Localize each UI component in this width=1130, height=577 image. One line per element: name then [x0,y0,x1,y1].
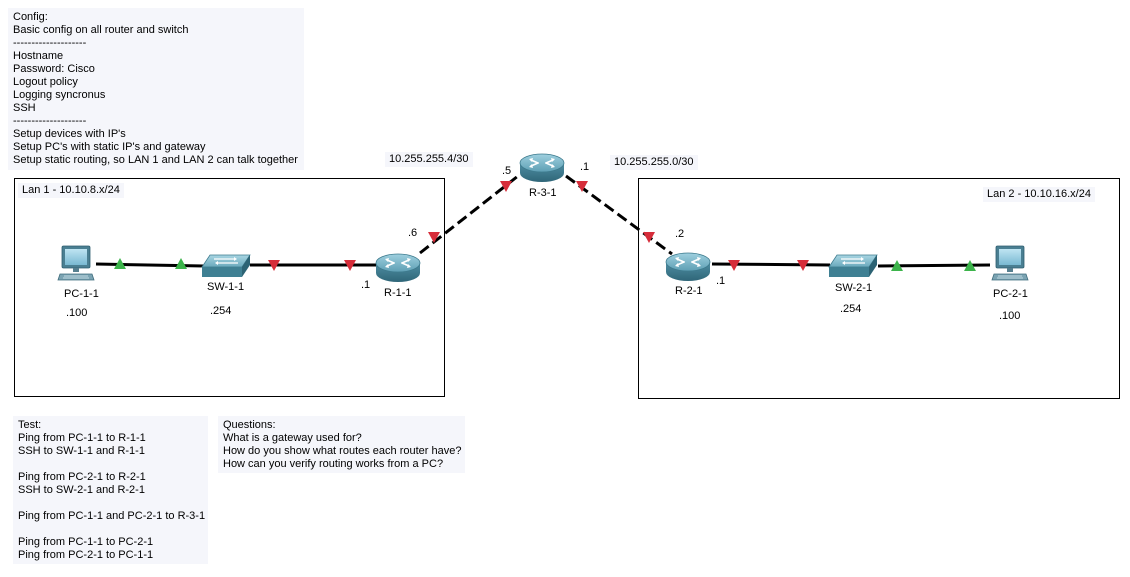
config-note-line: -------------------- [13,115,87,127]
test-note-line: SSH to SW-1-1 and R-1-1 [18,445,145,457]
test-note-line: Test: [18,419,42,431]
lan-2-area[interactable] [638,178,1120,399]
config-note-line: Setup static routing, so LAN 1 and LAN 2… [13,154,298,166]
link-up-indicator [964,260,976,271]
test-note-line: SSH to SW-2-1 and R-2-1 [18,484,145,496]
questions-note-line: How do you show what routes each router … [223,445,462,457]
link-r31-r21[interactable] [565,174,673,256]
config-note-line: Setup devices with IP's [13,128,126,140]
sw-1-1-name: SW-1-1 [207,281,245,293]
r-1-1-name: R-1-1 [384,287,412,299]
config-note: Config:Basic config on all router and sw… [8,8,304,170]
link-pc11-sw11[interactable] [95,262,205,268]
test-note-line: Ping from PC-2-1 to R-2-1 [18,471,146,483]
r-3-1-left-ip: .5 [502,165,512,177]
r-2-1-wan-ip: .2 [675,228,685,240]
sw-1-1-ip: .254 [210,305,232,317]
pc-2-1-ip: .100 [999,310,1021,322]
r-1-1-lan-ip: .1 [361,279,371,291]
router-icon[interactable] [375,253,421,283]
link-down-indicator [797,260,809,271]
router-icon[interactable] [519,153,565,183]
lan-1-title: Lan 1 - 10.10.8.x/24 [18,183,124,198]
test-note-line: Ping from PC-1-1 and PC-2-1 to R-3-1 [18,510,206,522]
switch-icon[interactable] [828,254,878,278]
link-up-indicator [114,258,126,269]
link-down-indicator [728,260,740,271]
r-1-1-wan-ip: .6 [408,227,418,239]
config-note-line: Logging syncronus [13,89,106,101]
config-note-line: Hostname [13,50,64,62]
pc-1-1-name: PC-1-1 [64,288,99,300]
subnet-label-right: 10.255.255.0/30 [610,155,698,170]
config-note-line: Basic config on all router and switch [13,24,189,36]
r-2-1-name: R-2-1 [675,285,703,297]
config-note-line: SSH [13,102,36,114]
config-note-line: Password: Cisco [13,63,95,75]
questions-note: Questions:What is a gateway used for?How… [218,416,465,473]
subnet-label-left: 10.255.255.4/30 [385,152,473,167]
router-icon[interactable] [665,252,711,282]
sw-2-1-ip: .254 [840,303,862,315]
questions-note-line: What is a gateway used for? [223,432,362,444]
r-3-1-name: R-3-1 [529,187,557,199]
questions-note-line: Questions: [223,419,276,431]
switch-icon[interactable] [201,254,251,278]
link-down-indicator [428,232,440,243]
pc-1-1-ip: .100 [66,307,88,319]
r-3-1-right-ip: .1 [580,161,590,173]
link-down-indicator [268,260,280,271]
link-r21-sw21[interactable] [711,262,831,267]
questions-note-line: How can you verify routing works from a … [223,458,444,470]
config-note-line: Setup PC's with static IP's and gateway [13,141,206,153]
config-note-line: -------------------- [13,37,87,49]
test-note-line: Ping from PC-1-1 to R-1-1 [18,432,146,444]
config-note-line: Config: [13,11,48,23]
config-note-line: Logout policy [13,76,78,88]
pc-icon[interactable] [57,245,95,281]
lan-2-title: Lan 2 - 10.10.16.x/24 [983,187,1095,202]
link-down-indicator [643,232,655,243]
pc-icon[interactable] [991,245,1029,281]
r-2-1-lan-ip: .1 [716,275,726,287]
link-r11-r31[interactable] [419,174,519,255]
link-down-indicator [344,260,356,271]
test-note-line: Ping from PC-1-1 to PC-2-1 [18,536,154,548]
link-up-indicator [891,260,903,271]
link-up-indicator [175,258,187,269]
pc-2-1-name: PC-2-1 [993,288,1028,300]
link-down-indicator [500,181,512,192]
link-down-indicator [576,181,588,192]
sw-2-1-name: SW-2-1 [835,282,873,294]
test-note-line: Ping from PC-2-1 to PC-1-1 [18,549,154,561]
link-indicators [114,181,976,271]
lan-1-area[interactable] [14,178,445,397]
